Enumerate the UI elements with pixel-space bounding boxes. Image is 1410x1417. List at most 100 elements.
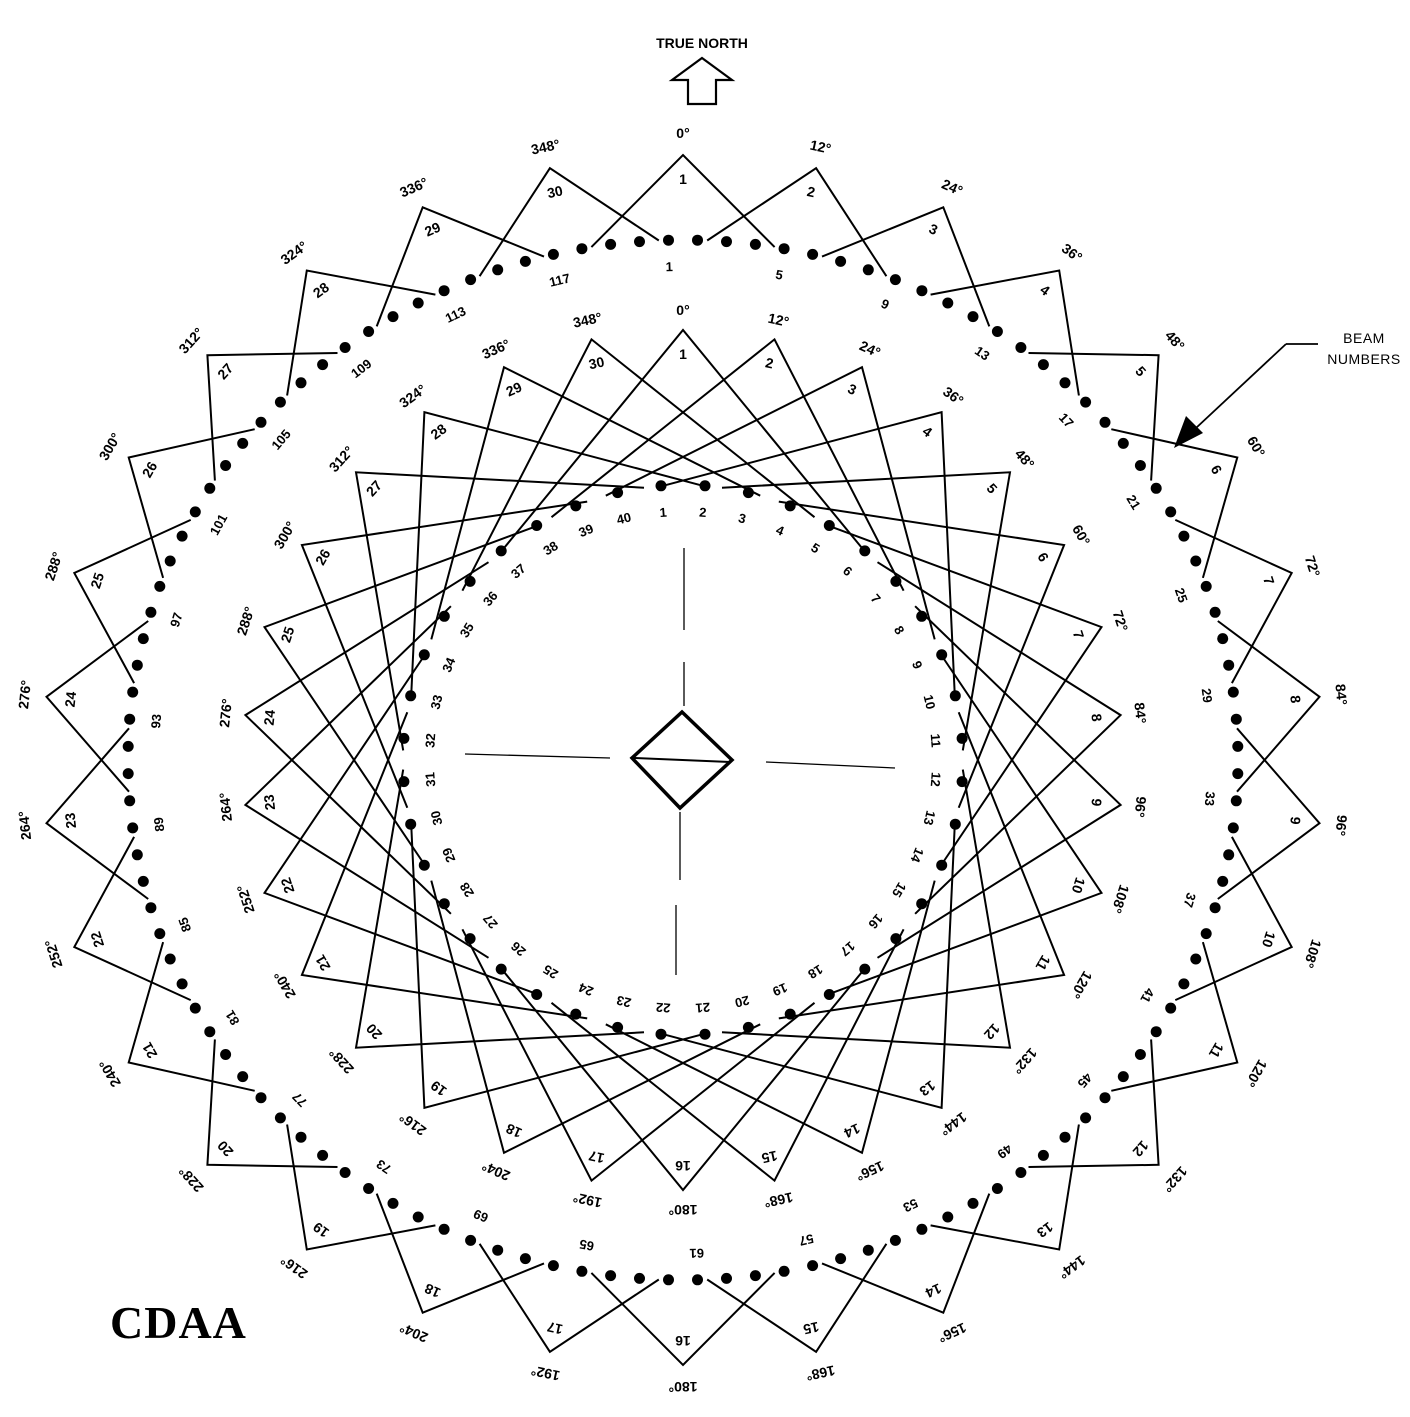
outer-element-dot	[255, 1092, 267, 1104]
inner-azimuth-label: 60°	[1069, 522, 1093, 548]
inner-element-dot	[398, 776, 410, 788]
outer-beam-15-wedge	[706, 1243, 888, 1354]
outer-element-dot	[164, 555, 176, 567]
inner-beam-18-wedge	[430, 880, 761, 1155]
outer-element-dot	[1223, 849, 1235, 861]
outer-element-dot	[465, 1234, 477, 1246]
outer-element-dot	[127, 822, 139, 834]
outer-azimuth-label: 288°	[41, 550, 65, 582]
outer-element-dot	[137, 875, 149, 887]
outer-element-dot	[749, 1270, 761, 1282]
inner-azimuth-label: 180°	[669, 1202, 698, 1218]
outer-beam-number: 17	[545, 1319, 564, 1338]
inner-element-number: 26	[508, 939, 529, 960]
inner-beam-number: 6	[1034, 550, 1052, 565]
outer-element-dot	[692, 234, 703, 246]
outer-element-dot	[124, 713, 136, 725]
inner-beam-number: 27	[363, 477, 385, 499]
inner-beam-13-wedge	[663, 826, 956, 1110]
outer-element-dot	[220, 1049, 232, 1060]
outer-element-dot	[176, 530, 188, 542]
outer-element-number: 45	[1075, 1070, 1096, 1091]
outer-azimuth-label: 300°	[96, 430, 124, 463]
inner-element-dot	[495, 963, 507, 975]
inner-element-number: 4	[774, 522, 787, 539]
inner-element-number: 24	[576, 980, 596, 1000]
inner-beam-3-wedge	[605, 365, 936, 640]
inner-element-dot	[612, 1021, 624, 1033]
outer-element-dot	[1037, 359, 1049, 371]
outer-beam-number: 20	[214, 1138, 236, 1160]
outer-element-dot	[1230, 713, 1242, 725]
outer-element-dot	[721, 236, 732, 248]
outer-element-dot	[1059, 377, 1071, 389]
inner-beam-26-wedge	[300, 500, 588, 809]
outer-element-dot	[1059, 1131, 1071, 1143]
outer-element-dot	[605, 1270, 617, 1282]
inner-azimuth-label: 276°	[216, 698, 235, 728]
inner-beam-number: 19	[427, 1077, 449, 1099]
inner-azimuth-label: 84°	[1131, 702, 1149, 725]
outer-element-dot	[1080, 396, 1092, 408]
outer-element-dot	[807, 248, 819, 260]
inner-beam-5-wedge	[721, 471, 1012, 751]
outer-element-dot	[1037, 1149, 1049, 1161]
outer-beam-number: 29	[422, 219, 443, 240]
outer-azimuth-label: 24°	[939, 176, 965, 199]
outer-element-number: 41	[1137, 986, 1157, 1006]
outer-element-dot	[317, 1149, 329, 1161]
inner-element-number: 5	[808, 540, 822, 557]
inner-azimuth-label: 288°	[233, 605, 257, 637]
inner-element-number: 36	[480, 588, 501, 609]
outer-element-dot	[1134, 1049, 1146, 1060]
outer-element-dot	[137, 633, 149, 645]
outer-element-dot	[1117, 1071, 1129, 1083]
outer-element-dot	[967, 1197, 979, 1209]
outer-element-dot	[1150, 482, 1162, 494]
outer-beam-number: 22	[87, 929, 107, 949]
inner-beam-number: 29	[503, 379, 524, 400]
outer-element-dot	[519, 1253, 531, 1265]
inner-beam-number: 15	[760, 1148, 779, 1167]
inner-element-dot	[742, 1021, 754, 1033]
outer-element-dot	[916, 1223, 928, 1235]
inner-azimuth-label: 228°	[326, 1045, 357, 1077]
outer-element-dot	[835, 1253, 847, 1265]
inner-element-number: 13	[921, 809, 939, 827]
outer-beam-16-wedge	[590, 1272, 776, 1367]
center-diamond-bar	[633, 757, 731, 763]
outer-beam-number: 16	[675, 1333, 691, 1349]
outer-beam-number: 8	[1287, 695, 1304, 705]
outer-element-number: 105	[268, 426, 294, 452]
inner-element-dot	[464, 933, 476, 945]
outer-beam-30-wedge	[478, 166, 660, 277]
inner-beam-number: 11	[1033, 953, 1054, 974]
outer-azimuth-label: 0°	[676, 125, 689, 141]
inner-beam-22-wedge	[262, 656, 535, 995]
inner-beam-12-wedge	[721, 769, 1012, 1049]
outer-element-dot	[237, 1071, 249, 1083]
outer-element-dot	[862, 264, 874, 276]
inner-beam-number: 23	[261, 794, 279, 811]
outer-azimuth-label: 168°	[805, 1362, 837, 1384]
inner-azimuth-label: 336°	[479, 336, 512, 362]
inner-beam-number: 14	[842, 1120, 863, 1141]
inner-beam-number: 28	[427, 420, 449, 442]
outer-element-dot	[1015, 1167, 1027, 1178]
inner-element-dot	[418, 649, 430, 661]
inner-beam-16-wedge	[502, 970, 864, 1192]
inner-element-number: 14	[907, 846, 927, 866]
outer-element-number: 85	[175, 915, 194, 934]
outer-element-dot	[889, 274, 901, 286]
inner-element-number: 22	[655, 1000, 671, 1016]
inner-beam-6-wedge	[778, 500, 1066, 809]
inner-element-number: 34	[439, 655, 459, 675]
outer-azimuth-label: 216°	[277, 1252, 310, 1282]
outer-element-number: 17	[1056, 410, 1077, 431]
inner-element-number: 33	[428, 693, 446, 711]
outer-element-dot	[1223, 659, 1235, 671]
outer-azimuth-label: 324°	[277, 238, 310, 268]
outer-element-dot	[1232, 768, 1244, 780]
inner-element-number: 25	[540, 962, 560, 982]
outer-beam-2-wedge	[706, 166, 888, 277]
